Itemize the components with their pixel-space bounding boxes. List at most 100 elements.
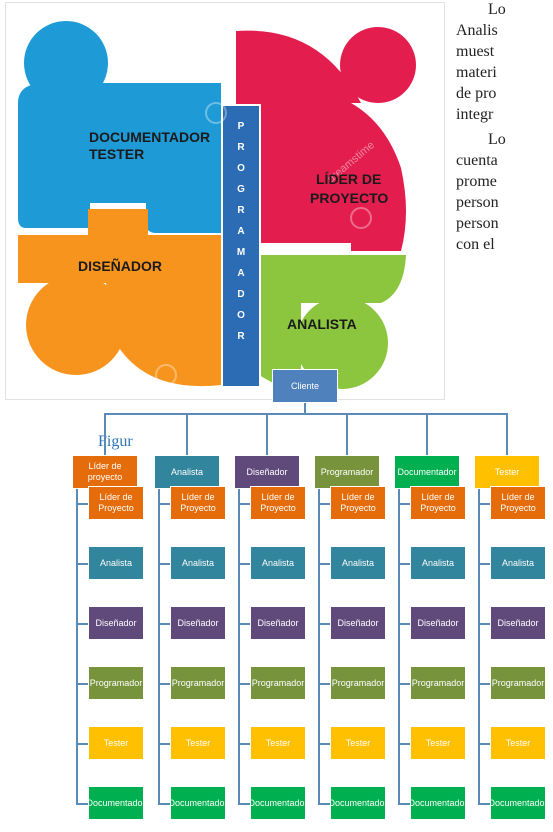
column-header-node: Líder de proyecto xyxy=(72,455,138,489)
doc-line: Lo xyxy=(488,131,506,148)
row-node: Programador xyxy=(490,666,546,700)
row-node: Líder de Proyecto xyxy=(330,486,386,520)
row-branch-connector xyxy=(158,683,170,685)
programador-letter: R xyxy=(237,205,245,216)
row-node: Analista xyxy=(250,546,306,580)
programador-letter: M xyxy=(237,247,245,258)
column-header-node: Diseñador xyxy=(234,455,300,489)
row-node: Documentador xyxy=(88,786,144,820)
header-drop-connector xyxy=(186,413,188,455)
row-branch-connector xyxy=(238,563,250,565)
programador-letter: G xyxy=(237,184,245,195)
programador-letter: A xyxy=(237,268,244,279)
figure-caption: Figur xyxy=(98,433,133,450)
row-node: Analista xyxy=(330,546,386,580)
row-node: Analista xyxy=(170,546,226,580)
doc-line: person xyxy=(456,194,499,211)
documentador-piece xyxy=(18,21,221,233)
programador-letter: P xyxy=(238,121,245,132)
column-trunk-connector xyxy=(478,489,480,804)
header-drop-connector xyxy=(266,413,268,455)
doc-line: materi xyxy=(456,64,497,81)
row-node: Programador xyxy=(88,666,144,700)
row-node: Analista xyxy=(410,546,466,580)
column-trunk-connector xyxy=(158,489,160,804)
row-node: Programador xyxy=(410,666,466,700)
doc-line: cuenta xyxy=(456,152,498,169)
row-node: Líder de Proyecto xyxy=(250,486,306,520)
row-node: Documentador xyxy=(250,786,306,820)
doc-line: prome xyxy=(456,173,497,190)
row-branch-connector xyxy=(158,563,170,565)
column-trunk-connector xyxy=(398,489,400,804)
doc-line: Lo xyxy=(488,1,506,18)
programador-letter: O xyxy=(237,163,245,174)
row-branch-connector xyxy=(318,683,330,685)
row-node: Diseñador xyxy=(490,606,546,640)
documentador-label: DOCUMENTADOR xyxy=(89,129,210,145)
row-node: Programador xyxy=(250,666,306,700)
analista-piece xyxy=(236,255,406,393)
doc-line: person xyxy=(456,215,499,232)
disenador-piece xyxy=(18,209,221,387)
column-trunk-connector xyxy=(238,489,240,804)
programador-letter: D xyxy=(237,289,244,300)
row-node: Tester xyxy=(490,726,546,760)
programador-letter: O xyxy=(237,310,245,321)
row-branch-connector xyxy=(398,563,410,565)
lider-label-1: LÍDER DE xyxy=(316,171,381,187)
disenador-label: DISEÑADOR xyxy=(78,257,162,274)
watermark xyxy=(155,102,372,386)
programador-letter: R xyxy=(237,331,245,342)
column-header-node: Documentador xyxy=(394,455,460,489)
row-node: Documentador xyxy=(330,786,386,820)
root-connector xyxy=(304,403,306,413)
row-node: Tester xyxy=(250,726,306,760)
column-header-node: Programador xyxy=(314,455,380,489)
header-drop-connector xyxy=(506,413,508,455)
row-branch-connector xyxy=(478,683,490,685)
row-branch-connector xyxy=(158,803,170,805)
row-branch-connector xyxy=(478,743,490,745)
root-node-cliente: Cliente xyxy=(272,369,338,403)
row-node: Programador xyxy=(330,666,386,700)
row-node: Documentador xyxy=(490,786,546,820)
column-trunk-connector xyxy=(318,489,320,804)
row-node: Tester xyxy=(170,726,226,760)
row-node: Líder de Proyecto xyxy=(88,486,144,520)
row-branch-connector xyxy=(398,623,410,625)
header-bus-connector xyxy=(105,413,507,415)
row-node: Tester xyxy=(330,726,386,760)
row-branch-connector xyxy=(398,743,410,745)
programador-letters: P R O G R A M A D O R xyxy=(237,121,246,342)
row-node: Tester xyxy=(410,726,466,760)
programador-bar xyxy=(221,104,261,388)
row-branch-connector xyxy=(76,623,88,625)
doc-line: con el xyxy=(456,236,495,253)
row-branch-connector xyxy=(478,623,490,625)
puzzle-image: dreamstime DOCUMENTADOR TESTER LÍDER DE … xyxy=(5,2,445,400)
row-node: Programador xyxy=(170,666,226,700)
row-node: Diseñador xyxy=(410,606,466,640)
row-branch-connector xyxy=(318,623,330,625)
row-branch-connector xyxy=(158,623,170,625)
header-drop-connector xyxy=(426,413,428,455)
row-node: Analista xyxy=(490,546,546,580)
row-node: Líder de Proyecto xyxy=(410,486,466,520)
row-branch-connector xyxy=(76,743,88,745)
row-branch-connector xyxy=(318,503,330,505)
lider-label-2: PROYECTO xyxy=(310,190,388,206)
row-branch-connector xyxy=(398,503,410,505)
doc-line: de pro xyxy=(456,85,497,102)
row-branch-connector xyxy=(158,743,170,745)
row-branch-connector xyxy=(238,683,250,685)
row-node: Diseñador xyxy=(88,606,144,640)
doc-line: integr xyxy=(456,106,494,123)
row-node: Líder de Proyecto xyxy=(490,486,546,520)
row-node: Analista xyxy=(88,546,144,580)
column-trunk-connector xyxy=(76,489,78,804)
row-branch-connector xyxy=(398,683,410,685)
row-node: Diseñador xyxy=(170,606,226,640)
row-branch-connector xyxy=(478,803,490,805)
